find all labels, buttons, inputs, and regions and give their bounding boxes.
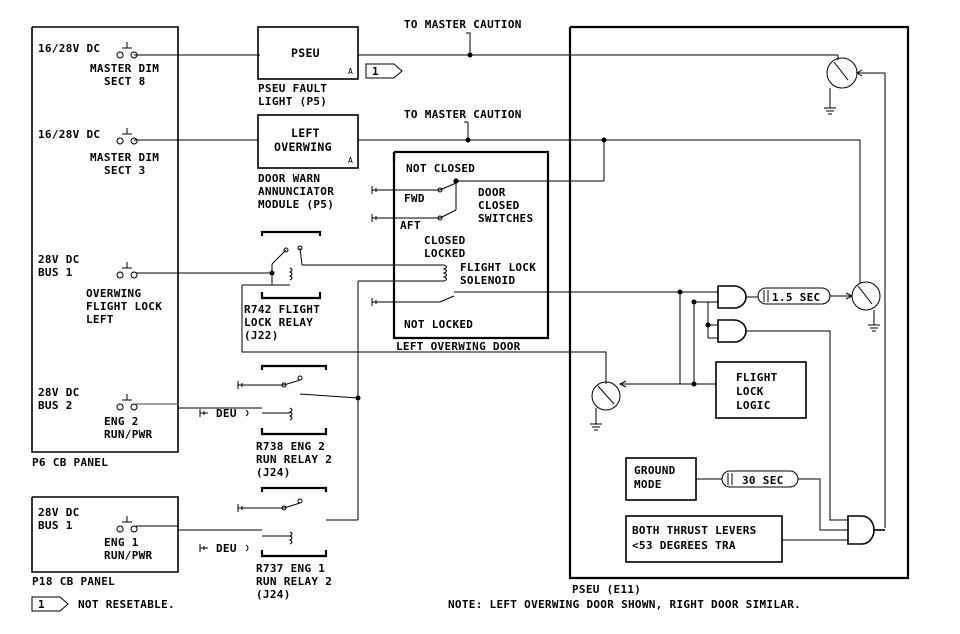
label-door-warn-l1: DOOR WARN	[258, 172, 320, 185]
label-deu-1: DEU	[216, 407, 237, 420]
logic-wiring	[618, 291, 848, 521]
door-closed-switches	[371, 140, 605, 222]
label-master-dim-3-l2: SECT 3	[104, 164, 146, 177]
label-flight-lock-sol-l2: SOLENOID	[460, 274, 515, 287]
r742-loop-wire	[241, 285, 607, 384]
and-gate-1-icon	[717, 285, 747, 309]
label-r738-l1: R738 ENG 2	[256, 440, 325, 453]
label-door-sw-l3: SWITCHES	[478, 212, 533, 225]
label-r737-l2: RUN RELAY 2	[256, 575, 332, 588]
label-bus2-l2: BUS 2	[38, 399, 73, 412]
and-gate-2-icon	[717, 319, 747, 343]
label-to-master-caution-1: TO MASTER CAUTION	[404, 18, 522, 31]
label-closed-locked-l2: LOCKED	[424, 247, 466, 260]
label-note-ref-1: 1	[372, 65, 379, 78]
flight-lock-solenoid	[302, 264, 680, 306]
label-eng2-l1: ENG 2	[104, 415, 139, 428]
label-r742-l1: R742 FLIGHT	[244, 303, 320, 316]
flight-lock-logic-box	[715, 361, 807, 419]
label-master-dim-8-l2: SECT 8	[104, 75, 146, 88]
label-to-master-caution-2: TO MASTER CAUTION	[404, 108, 522, 121]
label-bus2-l1: 28V DC	[38, 386, 80, 399]
label-r737-l3: (J24)	[256, 588, 291, 601]
master-caution-taps	[464, 32, 805, 140]
p6-cb-panel	[31, 26, 179, 453]
label-p18-cb-panel: P18 CB PANEL	[32, 575, 115, 588]
pseu-fault-driver-icon	[805, 54, 886, 528]
label-timer-1-5: 1.5 SEC	[772, 291, 820, 304]
note-1-flag-legend	[31, 596, 69, 612]
label-left-overwing-l2: OVERWING	[274, 140, 332, 154]
p18-cb-panel	[31, 496, 179, 573]
timer-1-5-sec-box	[757, 287, 831, 305]
label-door-warn-l2: ANNUNCIATOR	[258, 185, 334, 198]
label-timer-30: 30 SEC	[742, 474, 784, 487]
label-ground-mode-l1: GROUND	[634, 464, 676, 477]
label-door-sw-l1: DOOR	[478, 186, 506, 199]
label-r738-l2: RUN RELAY 2	[256, 453, 332, 466]
label-eng2-l2: RUN/PWR	[104, 428, 153, 441]
thrust-levers-box	[625, 515, 848, 563]
label-bus1-l2: BUS 1	[38, 266, 73, 279]
label-closed-locked-l1: CLOSED	[424, 234, 466, 247]
label-p6-cb-panel: P6 CB PANEL	[32, 456, 108, 469]
label-pseu-box: PSEU	[291, 46, 320, 60]
label-flight-lock-sol-l1: FLIGHT LOCK	[460, 261, 536, 274]
and-gate-3-icon	[847, 515, 885, 545]
label-flight-lock-logic-l2: LOCK	[736, 385, 764, 398]
label-not-closed: NOT CLOSED	[406, 162, 475, 175]
label-overwing-l1: OVERWING	[86, 287, 141, 300]
label-note-bottom: NOTE: LEFT OVERWING DOOR SHOWN, RIGHT DO…	[448, 598, 801, 611]
label-master-dim-3-l1: MASTER DIM	[90, 151, 159, 164]
label-eng1-l2: RUN/PWR	[104, 549, 153, 562]
note-1-flag	[365, 63, 403, 79]
label-r742-l3: (J22)	[244, 329, 279, 342]
left-overwing-door-box	[392, 150, 550, 340]
label-pseu-fault-l1: PSEU FAULT	[258, 82, 327, 95]
label-bus1-l1: 28V DC	[38, 253, 80, 266]
flight-lock-driver-icon	[830, 140, 881, 332]
pseu-e11-box	[568, 25, 910, 580]
label-master-dim-8-l1: MASTER DIM	[90, 62, 159, 75]
label-r738-l3: (J24)	[256, 466, 291, 479]
label-pseu-fault-l2: LIGHT (P5)	[258, 95, 327, 108]
label-r737-l1: R737 ENG 1	[256, 562, 325, 575]
label-overwing-l3: LEFT	[86, 313, 114, 326]
label-thrust-l2: <53 DEGREES TRA	[632, 539, 736, 552]
circuit-breaker-icons	[116, 42, 262, 533]
left-overwing-annunciator-box	[257, 114, 860, 169]
label-left-overwing-door: LEFT OVERWING DOOR	[396, 340, 521, 353]
label-p18-bus-l2: BUS 1	[38, 519, 73, 532]
eng-run-relay-bus	[326, 281, 359, 521]
label-left-overwing-tag: A	[348, 156, 353, 165]
label-pseu-e11: PSEU (E11)	[572, 583, 641, 596]
label-aft: AFT	[400, 219, 421, 232]
flight-lock-relay-driver-icon	[590, 381, 621, 431]
label-not-locked: NOT LOCKED	[404, 318, 473, 331]
label-cb-16-28-top: 16/28V DC	[38, 42, 100, 55]
r738-eng2-run-relay	[199, 364, 359, 436]
label-r742-l2: LOCK RELAY	[244, 316, 313, 329]
r737-eng1-run-relay	[199, 486, 328, 558]
label-door-sw-l2: CLOSED	[478, 199, 520, 212]
timer-30-sec-box	[696, 470, 848, 531]
pseu-fault-light-box	[257, 26, 470, 80]
label-deu-2: DEU	[216, 542, 237, 555]
label-door-warn-l3: MODULE (P5)	[258, 198, 334, 211]
label-eng1-l1: ENG 1	[104, 536, 139, 549]
label-note-ref-legend: 1	[38, 598, 45, 611]
label-p18-bus-l1: 28V DC	[38, 506, 80, 519]
label-left-overwing-l1: LEFT	[291, 126, 320, 140]
label-pseu-box-tag: A	[348, 67, 353, 76]
label-fwd: FWD	[404, 192, 425, 205]
label-cb-16-28-mid: 16/28V DC	[38, 128, 100, 141]
label-thrust-l1: BOTH THRUST LEVERS	[632, 524, 757, 537]
label-ground-mode-l2: MODE	[634, 478, 662, 491]
label-flight-lock-logic-l3: LOGIC	[736, 399, 771, 412]
label-overwing-l2: FLIGHT LOCK	[86, 300, 162, 313]
label-note-not-resetable: NOT RESETABLE.	[78, 598, 175, 611]
label-flight-lock-logic-l1: FLIGHT	[736, 371, 778, 384]
